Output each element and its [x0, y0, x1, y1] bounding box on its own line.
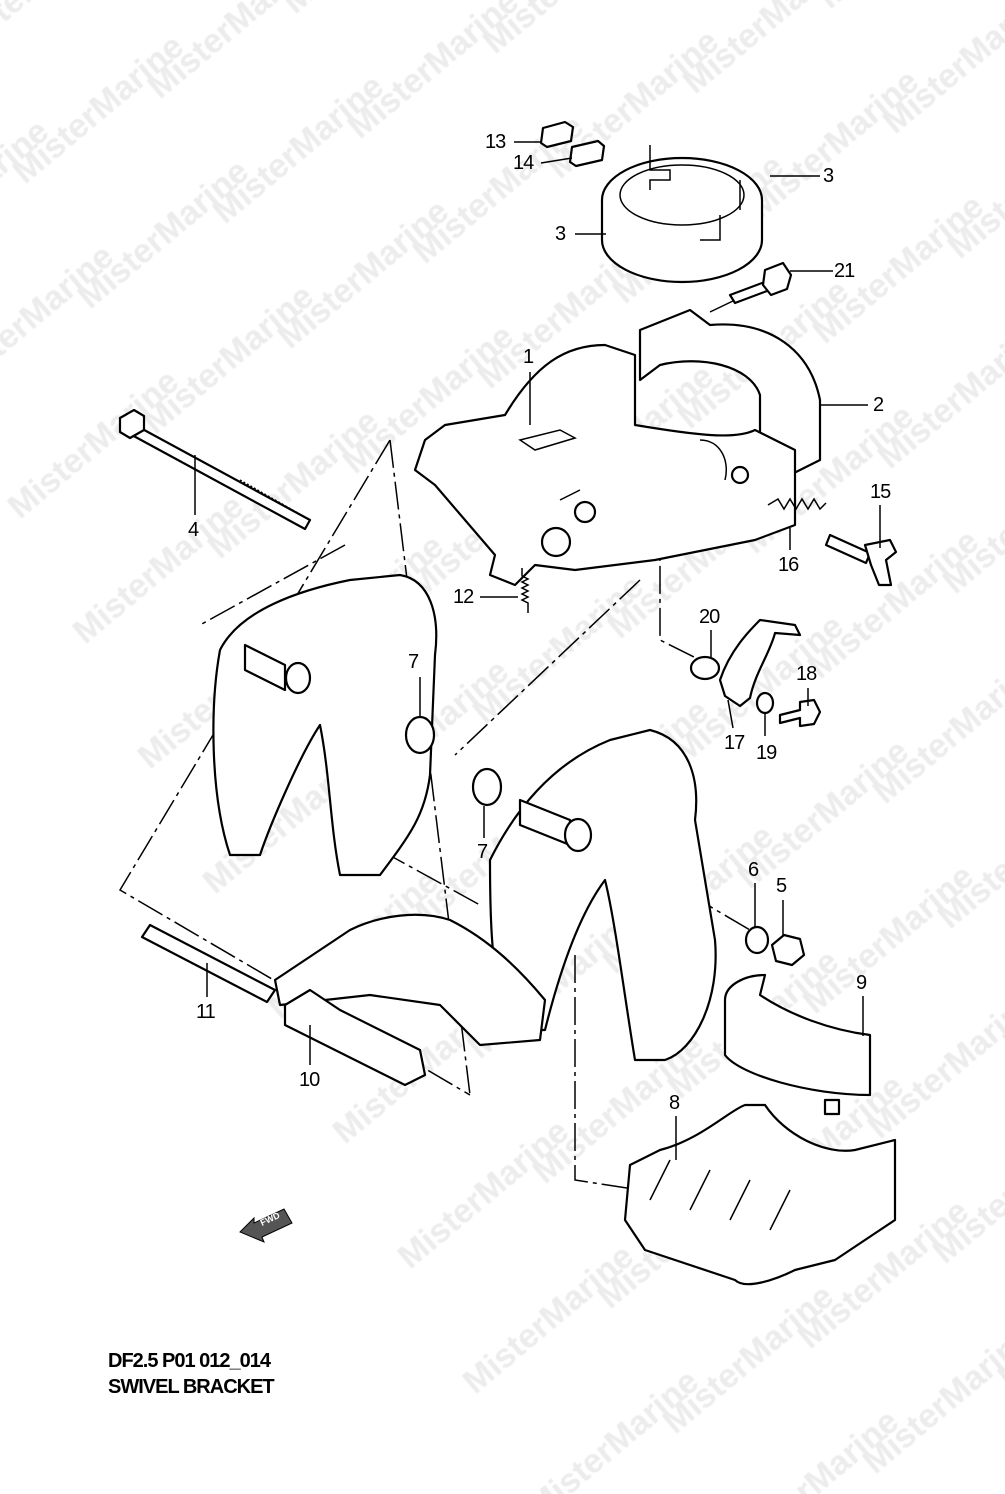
- callout-7b: 7: [477, 841, 488, 863]
- callout-8: 8: [669, 1092, 680, 1114]
- callout-10: 10: [299, 1069, 320, 1091]
- part-12-spring: [520, 568, 530, 613]
- part-9-liner: [723, 973, 872, 1097]
- callout-4: 4: [188, 519, 199, 541]
- diagram-code: DF2.5 P01 012_014: [108, 1350, 271, 1372]
- callout-3: 3: [823, 165, 834, 187]
- callout-19: 19: [756, 742, 777, 764]
- part-6-washer: [744, 925, 770, 955]
- part-16-spring: [767, 497, 827, 511]
- part-8-lower-bracket: [623, 1103, 897, 1286]
- part-15-thumb-screw: [824, 533, 898, 587]
- part-7-washer: [404, 715, 436, 755]
- callout-1: 1: [523, 346, 534, 368]
- callout-15: 15: [870, 481, 891, 503]
- callout-5: 5: [776, 875, 787, 897]
- left-clamp-bracket: [212, 573, 438, 877]
- part-2-clamp: [638, 308, 822, 482]
- part-3-collars: [600, 145, 764, 284]
- part-7-washer-2: [471, 767, 503, 807]
- callout-12: 12: [453, 586, 474, 608]
- part-10-stopper: [273, 913, 547, 1047]
- callout-3b: 3: [555, 223, 566, 245]
- callout-2: 2: [873, 394, 884, 416]
- part-19-washer: [755, 691, 775, 715]
- part-14-pad: [568, 139, 606, 168]
- callout-13: 13: [485, 131, 506, 153]
- part-5-nut: [770, 933, 806, 967]
- part-13-pad: [539, 120, 575, 149]
- callout-16: 16: [778, 554, 799, 576]
- fwd-arrow-icon: FWD: [239, 1208, 293, 1243]
- callout-18: 18: [796, 663, 817, 685]
- callout-7: 7: [408, 651, 419, 673]
- part-20-ring: [689, 655, 721, 681]
- part-21-bolt: [728, 261, 793, 305]
- callout-6: 6: [748, 859, 759, 881]
- callout-9: 9: [856, 972, 867, 994]
- callout-21: 21: [834, 260, 855, 282]
- callout-17: 17: [724, 732, 745, 754]
- part-17-lever: [718, 618, 802, 708]
- part-11-pin: [140, 923, 277, 1004]
- callout-11: 11: [196, 1001, 216, 1023]
- diagram-title: SWIVEL BRACKET: [108, 1376, 275, 1398]
- callout-20: 20: [699, 606, 720, 628]
- callout-leaders: [194, 141, 881, 1160]
- part-4-bolt: [118, 408, 312, 531]
- part-1-swivel: [413, 343, 797, 587]
- part-18-bolt: [778, 698, 822, 728]
- callout-14: 14: [513, 152, 534, 174]
